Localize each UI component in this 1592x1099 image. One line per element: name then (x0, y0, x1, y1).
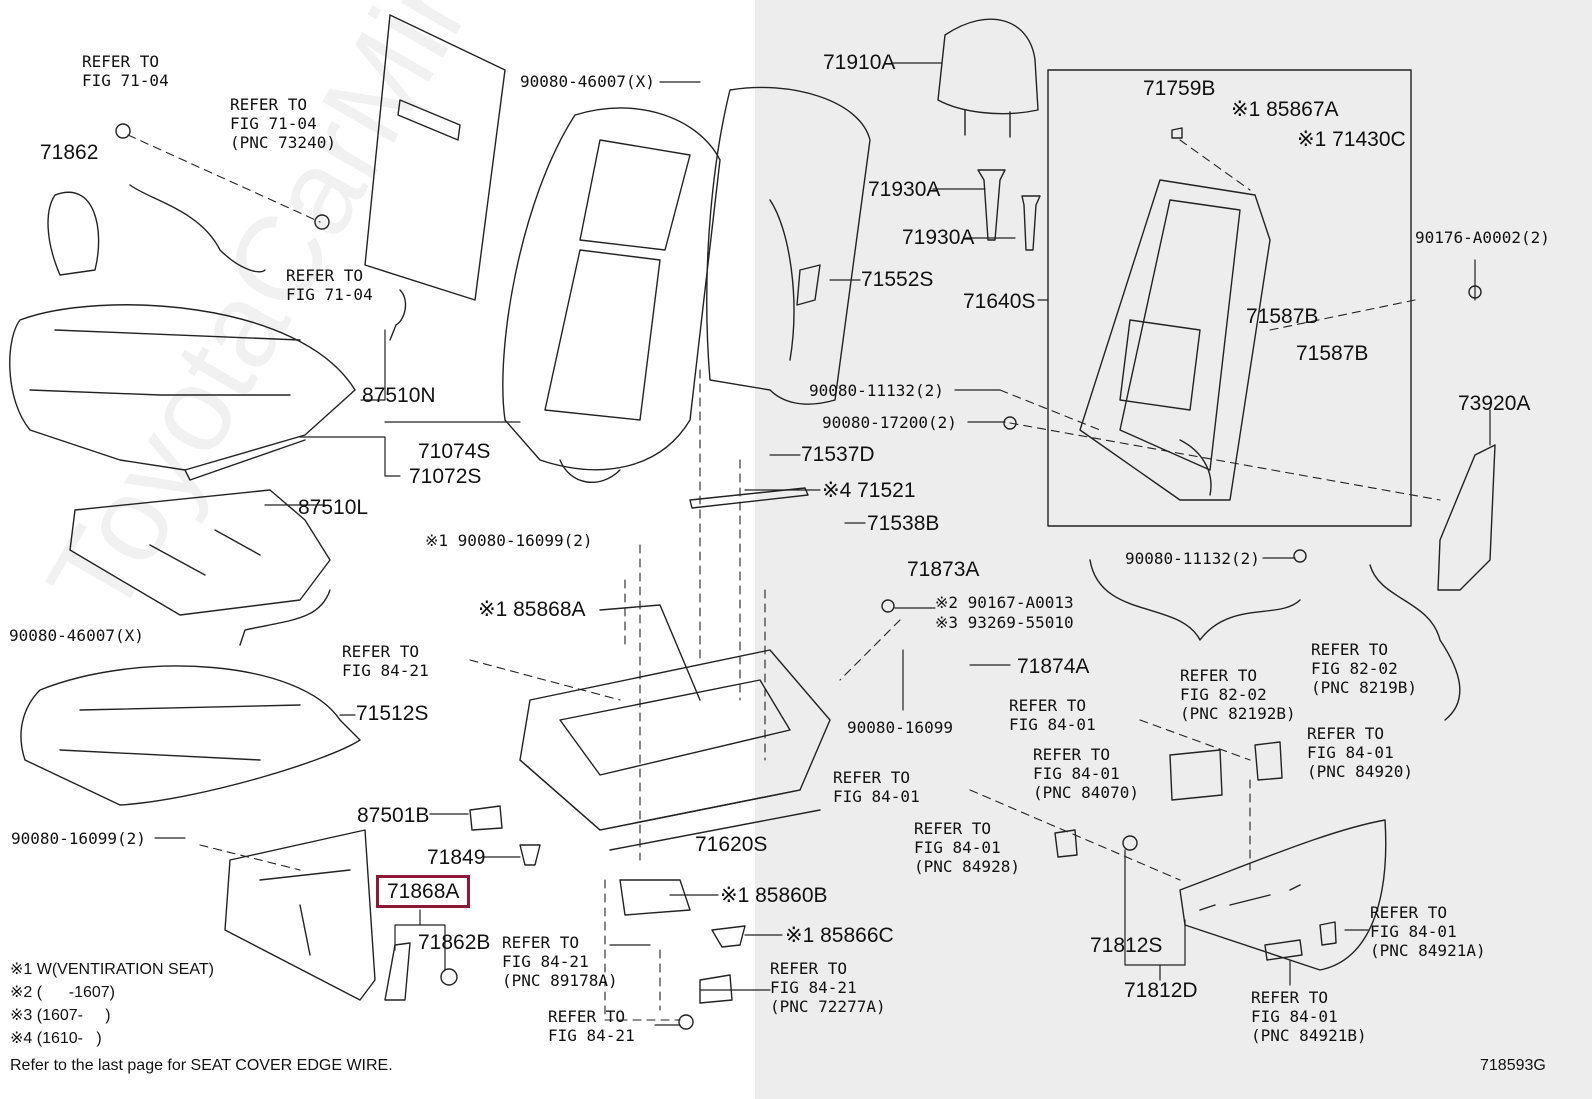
front-cover-drawing (224, 829, 376, 1001)
refer-label: REFER TO FIG 84-01 (PNC 84921A) (1370, 903, 1486, 960)
part-label-71552S: 71552S (861, 268, 934, 291)
part-label-90080-46007: 90080-46007(X) (9, 626, 144, 645)
part-label-71868A-highlighted: 71868A (376, 875, 471, 908)
cushion-heater-drawing (69, 489, 331, 646)
frame-detail-box (1047, 69, 1412, 527)
part-label-90176-A0002: 90176-A0002(2) (1415, 228, 1550, 247)
cushion-cover-drawing (9, 304, 356, 481)
part-label-90080-11132: 90080-11132(2) (1125, 549, 1260, 568)
part-label-71512S: 71512S (356, 702, 429, 725)
part-label-71072S: 71072S (409, 465, 482, 488)
refer-label: REFER TO FIG 84-01 (PNC 84921B) (1251, 988, 1367, 1045)
part-label-71620S: 71620S (695, 833, 768, 856)
part-label-71587B: 71587B (1296, 342, 1369, 365)
part-label-85860B: ※1 85860B (720, 884, 828, 907)
part-label-90080-16099: 90080-16099(2) (11, 829, 146, 848)
refer-label: REFER TO FIG 84-21 (548, 1007, 635, 1045)
part-label-71640S: 71640S (963, 290, 1036, 313)
part-label-71537D: 71537D (801, 443, 875, 466)
side-shield-drawing (1179, 819, 1387, 971)
part-label-71930A: 71930A (868, 178, 941, 201)
refer-label: REFER TO FIG 82-02 (PNC 8219B) (1311, 640, 1417, 697)
part-label-90080-16099: 90080-16099 (847, 718, 953, 737)
fastener-drawings (47, 123, 1482, 1030)
part-label-71874A: 71874A (1017, 655, 1090, 678)
part-label-90167-A0013: ※2 90167-A0013 (935, 593, 1074, 612)
headrest-guide-drawing (977, 169, 1041, 251)
part-label-85868A: ※1 85868A (478, 598, 586, 621)
legend-item: ※2 ( -1607) (10, 984, 115, 1001)
part-label-93269-55010: ※3 93269-55010 (935, 613, 1074, 632)
part-label-71538B: 71538B (867, 512, 940, 535)
cushion-pad-drawing (20, 665, 361, 806)
leader-lines (154, 62, 1491, 1026)
part-label-71587B: 71587B (1246, 305, 1319, 328)
part-label-71759B: 71759B (1143, 77, 1216, 100)
part-label-90080-16099: ※1 90080-16099(2) (425, 531, 593, 550)
diagram-code: 718593G (1480, 1057, 1546, 1074)
refer-label: REFER TO FIG 84-01 (PNC 84928) (914, 819, 1020, 876)
part-label-71074S: 71074S (418, 440, 491, 463)
refer-label: REFER TO FIG 82-02 (PNC 82192B) (1180, 666, 1296, 723)
part-label-85867A: ※1 85867A (1231, 98, 1339, 121)
part-label-71862B: 71862B (418, 931, 491, 954)
headrest-drawing (937, 18, 1039, 138)
shaded-panel (755, 0, 1592, 1099)
seatback-cover-drawing (502, 107, 721, 484)
part-label-71812S: 71812S (1090, 934, 1163, 957)
footnote: Refer to the last page for SEAT COVER ED… (10, 1057, 393, 1074)
part-label-87501B: 87501B (357, 804, 430, 827)
part-label-90080-11132: 90080-11132(2) (809, 381, 944, 400)
part-label-71910A: 71910A (823, 51, 896, 74)
refer-label: REFER TO FIG 71-04 (82, 52, 169, 90)
part-label-87510L: 87510L (298, 496, 369, 519)
refer-label: REFER TO FIG 84-01 (PNC 84070) (1033, 745, 1139, 802)
refer-label: REFER TO FIG 71-04 (PNC 73240) (230, 95, 336, 152)
part-label-90080-46007: 90080-46007(X) (520, 72, 655, 91)
refer-label: REFER TO FIG 84-01 (833, 768, 920, 806)
refer-label: REFER TO FIG 84-21 (342, 642, 429, 680)
refer-label: REFER TO FIG 84-21 (PNC 89178A) (502, 933, 618, 990)
part-label-71521: ※4 71521 (822, 479, 916, 502)
refer-label: REFER TO FIG 84-01 (1009, 696, 1096, 734)
wire-harness-drawings (129, 184, 1461, 721)
refer-label: REFER TO FIG 71-04 (286, 266, 373, 304)
back-heater-panel-drawing (364, 14, 506, 341)
legend-item: ※4 (1610- ) (10, 1030, 102, 1047)
part-label-87510N: 87510N (362, 384, 436, 407)
seatback-frame-drawing (1079, 179, 1271, 501)
part-label-85866C: ※1 85866C (785, 924, 894, 947)
back-side-cover-drawing (1437, 444, 1496, 591)
refer-label: REFER TO FIG 84-21 (PNC 72277A) (770, 959, 886, 1016)
part-label-71930A: 71930A (902, 226, 975, 249)
seatback-pad-drawing (706, 86, 871, 405)
part-label-71849: 71849 (427, 846, 486, 869)
legend-item: ※3 (1607- ) (10, 1007, 111, 1024)
refer-label: REFER TO FIG 84-01 (PNC 84920) (1307, 724, 1413, 781)
dashed-guide-lines (127, 134, 1441, 1021)
switch-drawings (1054, 741, 1337, 961)
part-label-71812D: 71812D (1124, 979, 1198, 1002)
part-label-71873A: 71873A (907, 558, 980, 581)
part-label-73920A: 73920A (1458, 392, 1531, 415)
part-label-90080-17200: 90080-17200(2) (822, 413, 957, 432)
legend-item: ※1 W(VENTIRATION SEAT) (10, 961, 214, 978)
part-label-71430C: ※1 71430C (1297, 128, 1406, 151)
part-label-71862: 71862 (40, 141, 99, 164)
seat-track-frame-drawing (519, 604, 831, 851)
